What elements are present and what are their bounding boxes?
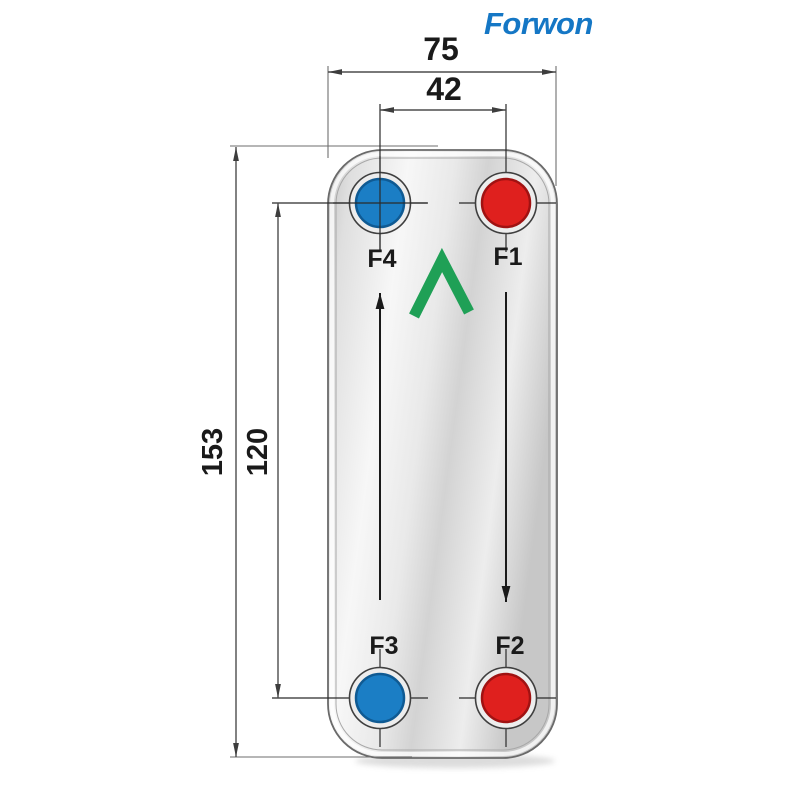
plate-edge-highlight bbox=[330, 152, 555, 756]
dim-label-overall-height: 153 bbox=[197, 428, 229, 476]
port-f1-opening bbox=[480, 177, 532, 229]
dim-label-port-spacing-horizontal: 42 bbox=[426, 71, 462, 107]
port-f2: F2 bbox=[474, 632, 538, 730]
port-f1-label: F1 bbox=[493, 243, 522, 271]
port-f2-label: F2 bbox=[495, 632, 524, 660]
port-f1: F1 bbox=[474, 171, 538, 271]
dim-label-port-spacing-vertical: 120 bbox=[242, 428, 274, 476]
plate-body bbox=[327, 149, 558, 759]
port-f3: F3 bbox=[348, 632, 412, 730]
brand-logo: Forwon bbox=[484, 6, 593, 41]
plate-inner-edge bbox=[335, 157, 550, 751]
port-f4: F4 bbox=[333, 156, 427, 273]
flow-direction-chevron-icon bbox=[409, 247, 474, 319]
port-f2-opening bbox=[480, 672, 532, 724]
dim-label-overall-width: 75 bbox=[423, 31, 459, 67]
port-f3-label: F3 bbox=[369, 632, 398, 660]
port-f4-label: F4 bbox=[367, 245, 396, 273]
port-f3-opening bbox=[354, 672, 406, 724]
